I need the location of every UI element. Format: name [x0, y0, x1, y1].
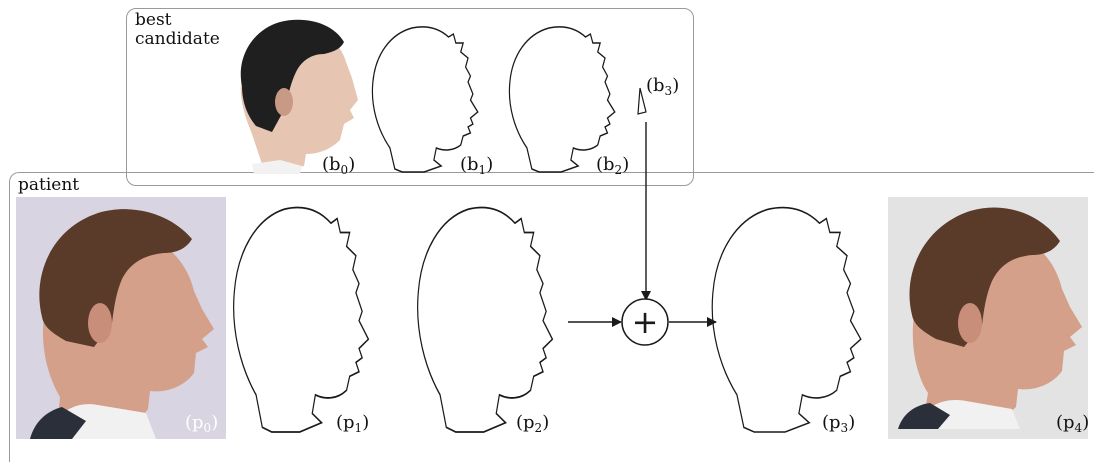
outline-b2: [508, 26, 616, 173]
label-p4: (p4): [1056, 412, 1090, 435]
outline-b2-path: [508, 26, 616, 173]
plus-operator-circle: [621, 298, 669, 346]
diagram-canvas: +: [233, 26, 862, 433]
outline-b1-path: [371, 26, 479, 173]
plus-operator: +: [621, 298, 669, 346]
patient-title: patient: [18, 175, 80, 195]
outline-p3-path: [711, 206, 862, 433]
label-b0: (b0): [322, 154, 356, 177]
label-b1: (b1): [460, 154, 494, 177]
outline-p1-path: [233, 206, 370, 433]
outline-b3: [637, 87, 647, 115]
label-p1: (p1): [336, 412, 370, 435]
outline-p2: [417, 206, 554, 433]
outline-p3: [711, 206, 862, 433]
best-candidate-title: best candidate: [135, 10, 220, 49]
outline-b3-path: [637, 87, 647, 115]
label-b2: (b2): [596, 154, 630, 177]
label-p3: (p3): [822, 412, 856, 435]
patient-photo: [16, 197, 226, 439]
outline-b1: [371, 26, 479, 173]
label-b3: (b3): [646, 75, 680, 98]
label-p0: (p0): [185, 412, 219, 435]
result-photo: [888, 197, 1088, 439]
best-candidate-photo: [232, 14, 362, 174]
outline-p2-path: [417, 206, 554, 433]
outline-p1: [233, 206, 370, 433]
label-p2: (p2): [516, 412, 550, 435]
best-candidate-panel: best candidate: [126, 8, 694, 186]
plus-operator-symbol: +: [632, 303, 659, 341]
